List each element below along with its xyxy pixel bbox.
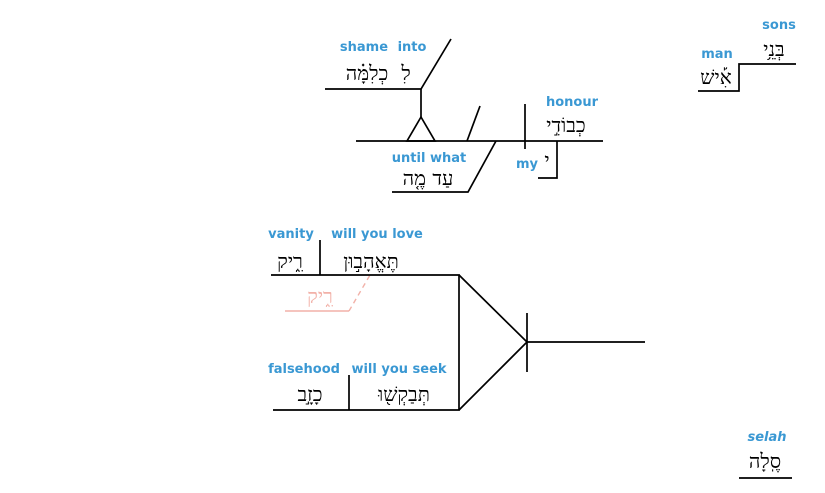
gloss-vanity: vanity [268,227,314,242]
gloss-until-what: until what [392,151,466,166]
hebrew-shame: כְלִמָּ֗ה [346,61,389,85]
vocative-baseline [698,63,796,92]
gloss-man: man [701,47,733,62]
clause-vanity-falsehood: vanity will you love רִ֑יק תֶּאֱהָב֣וּן … [268,227,645,411]
modifier-my-line [538,141,558,179]
hebrew-into: לִ [400,61,410,85]
gloss-into: into [398,40,427,55]
clause-honour-into-shame: shame into כְלִמָּ֗ה לִ honour כְבוֹדִ֣י… [325,38,603,193]
hebrew-selah: סֶֽלָה [749,449,781,473]
compound-bracket [271,274,460,411]
gloss-will-you-seek: will you seek [351,362,446,377]
hebrew-sons: בְּנֵ֥י [763,37,784,61]
vocative-sons-of-man: sons בְּנֵ֥י man אִ֡ישׁ [698,18,796,92]
hebrew-until-what: עַד מֶ֤ה [403,166,454,190]
ghost-connector [348,274,371,312]
hebrew-vanity-ghost: רִ֑יק [307,284,333,308]
gloss-falsehood: falsehood [268,362,340,377]
predicate-triangle [405,115,437,142]
gloss-honour: honour [546,95,599,110]
hebrew-my: י [544,148,549,172]
baseline-slant-divider [466,105,481,142]
hebrew-honour: כְבוֹדִ֣י [546,113,585,137]
gloss-selah: selah [747,430,786,445]
compound-join [458,274,529,411]
gloss-sons: sons [762,18,796,33]
modifier-until-what-line [392,140,497,193]
hebrew-falsehood: כָזָ֣ב [298,382,323,406]
hebrew-will-you-seek: תְּבַקְשׁ֖וּ [377,382,430,406]
selah-group: selah סֶֽלָה [739,430,792,479]
gloss-will-you-love: will you love [331,227,423,242]
gloss-shame: shame [340,40,388,55]
gloss-my: my [516,157,539,172]
hebrew-man: אִ֡ישׁ [700,65,731,89]
hebrew-vanity: רִ֑יק [277,249,303,273]
hebrew-will-you-love: תֶּאֱהָב֣וּן [343,249,399,273]
